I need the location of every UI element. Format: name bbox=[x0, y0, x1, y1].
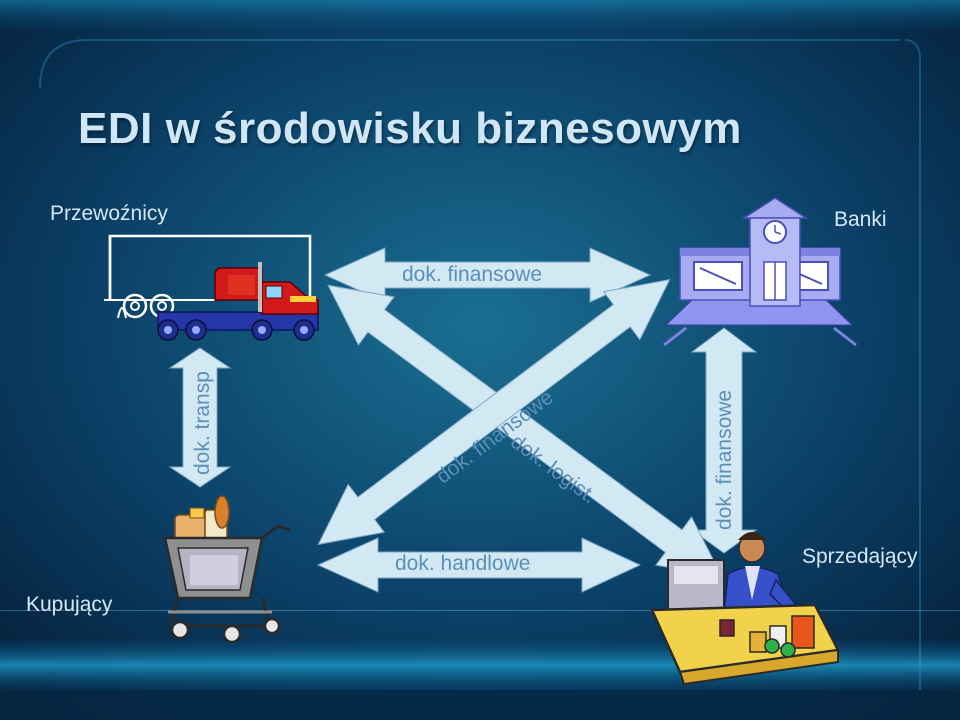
label-banks: Banki bbox=[834, 208, 887, 231]
arrow-right-banks-sellers bbox=[690, 327, 758, 554]
truck-icon bbox=[104, 234, 319, 341]
arrow-label-top: dok. finansowe bbox=[402, 263, 543, 286]
bank-icon bbox=[663, 197, 857, 347]
label-carriers: Przewoźnicy bbox=[50, 202, 168, 225]
shopping-cart-icon bbox=[163, 495, 291, 644]
arrow-label-left: dok. transp bbox=[191, 371, 214, 475]
label-sellers: Sprzedający bbox=[802, 545, 918, 568]
arrow-left-carriers-buyers bbox=[168, 347, 232, 488]
slide-title: EDI w środowisku biznesowym bbox=[78, 104, 742, 153]
arrow-top-carriers-banks bbox=[323, 247, 652, 303]
arrow-label-bottom: dok. handlowe bbox=[395, 552, 531, 575]
arrow-label-right: dok. finansowe bbox=[713, 389, 736, 530]
label-buyers: Kupujący bbox=[26, 593, 113, 616]
arrow-bottom-buyers-sellers bbox=[316, 537, 642, 593]
arrow-diagonal-buyers-banks bbox=[317, 278, 671, 546]
seller-icon bbox=[650, 532, 840, 686]
